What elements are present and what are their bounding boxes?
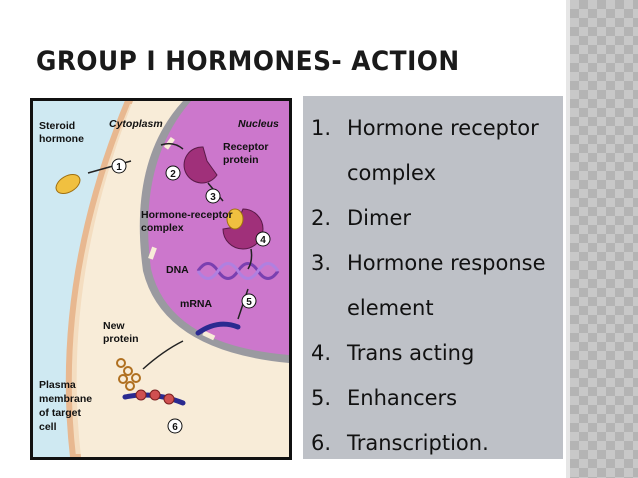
list-item: 6. Transcription. <box>311 421 546 466</box>
list-item-text: Enhancers <box>347 386 458 410</box>
complex-hormone <box>226 208 244 230</box>
nucleus-region <box>148 101 289 355</box>
list-item-number: 3. <box>311 251 332 275</box>
new-protein-chain <box>116 358 141 391</box>
step-markers <box>111 158 271 434</box>
step-2: 2 <box>170 169 176 180</box>
list-item-text: Dimer <box>347 206 412 230</box>
receptor-protein-shape <box>183 146 218 184</box>
label-nucleus: Nucleus <box>238 118 279 130</box>
label-new-protein-2: protein <box>103 333 139 345</box>
step-6: 6 <box>172 422 178 433</box>
label-complex-1: Hormone-receptor <box>141 209 233 221</box>
list-item-number: 5. <box>311 386 332 410</box>
list-item: 4. Trans acting <box>311 331 546 376</box>
label-cytoplasm: Cytoplasm <box>109 118 163 130</box>
list-item: 5. Enhancers <box>311 376 546 421</box>
label-complex-2: complex <box>141 222 184 234</box>
label-steroid-1: Steroid <box>39 120 75 132</box>
list-item-number: 1. <box>311 116 332 140</box>
list-item: 2. Dimer <box>311 196 546 241</box>
ribosomes <box>135 389 175 405</box>
label-membrane-4: cell <box>39 421 57 433</box>
list-item-text: Transcription. <box>347 431 489 455</box>
action-steps-list: 1. Hormone receptor complex 2. Dimer 3. … <box>311 106 546 466</box>
slide-title: GROUP I HORMONES- ACTION <box>36 46 460 77</box>
hormone-action-diagram: 1 2 3 4 5 6 Steroid hormone Cytoplasm Nu… <box>30 98 292 460</box>
list-item-text: Hormone response <box>347 251 546 275</box>
nuclear-pore <box>148 246 157 260</box>
label-receptor-1: Receptor <box>223 141 269 153</box>
label-mrna: mRNA <box>180 298 213 310</box>
side-pattern-decoration <box>570 0 638 478</box>
label-steroid-2: hormone <box>39 133 84 145</box>
diagram-svg: 1 2 3 4 5 6 Steroid hormone Cytoplasm Nu… <box>33 101 289 457</box>
side-edge-decoration <box>566 0 570 478</box>
list-panel: 1. Hormone receptor complex 2. Dimer 3. … <box>303 96 563 459</box>
list-item-number: 4. <box>311 341 332 365</box>
list-item-text: Hormone receptor <box>347 116 539 140</box>
label-membrane-2: membrane <box>39 393 92 405</box>
list-item: 3. Hormone response element <box>311 241 546 331</box>
step-3: 3 <box>210 192 216 203</box>
step-1: 1 <box>116 162 122 173</box>
step-5: 5 <box>246 297 252 308</box>
nuclear-pore <box>202 330 216 341</box>
label-new-protein-1: New <box>103 320 125 332</box>
dna-strand-b <box>196 262 280 280</box>
label-membrane-3: of target <box>39 407 82 419</box>
mrna-strand <box>195 321 241 336</box>
list-item-continuation: element <box>347 296 434 320</box>
list-item-continuation: complex <box>347 161 436 185</box>
list-item-text: Trans acting <box>347 341 475 365</box>
steroid-hormone-shape <box>55 174 81 194</box>
complex-shape <box>222 208 264 250</box>
list-item-number: 2. <box>311 206 332 230</box>
step-4: 4 <box>260 235 266 246</box>
list-item: 1. Hormone receptor complex <box>311 106 546 196</box>
label-receptor-2: protein <box>223 154 259 166</box>
label-dna: DNA <box>166 264 189 276</box>
label-membrane-1: Plasma <box>39 379 76 391</box>
list-item-number: 6. <box>311 431 332 455</box>
